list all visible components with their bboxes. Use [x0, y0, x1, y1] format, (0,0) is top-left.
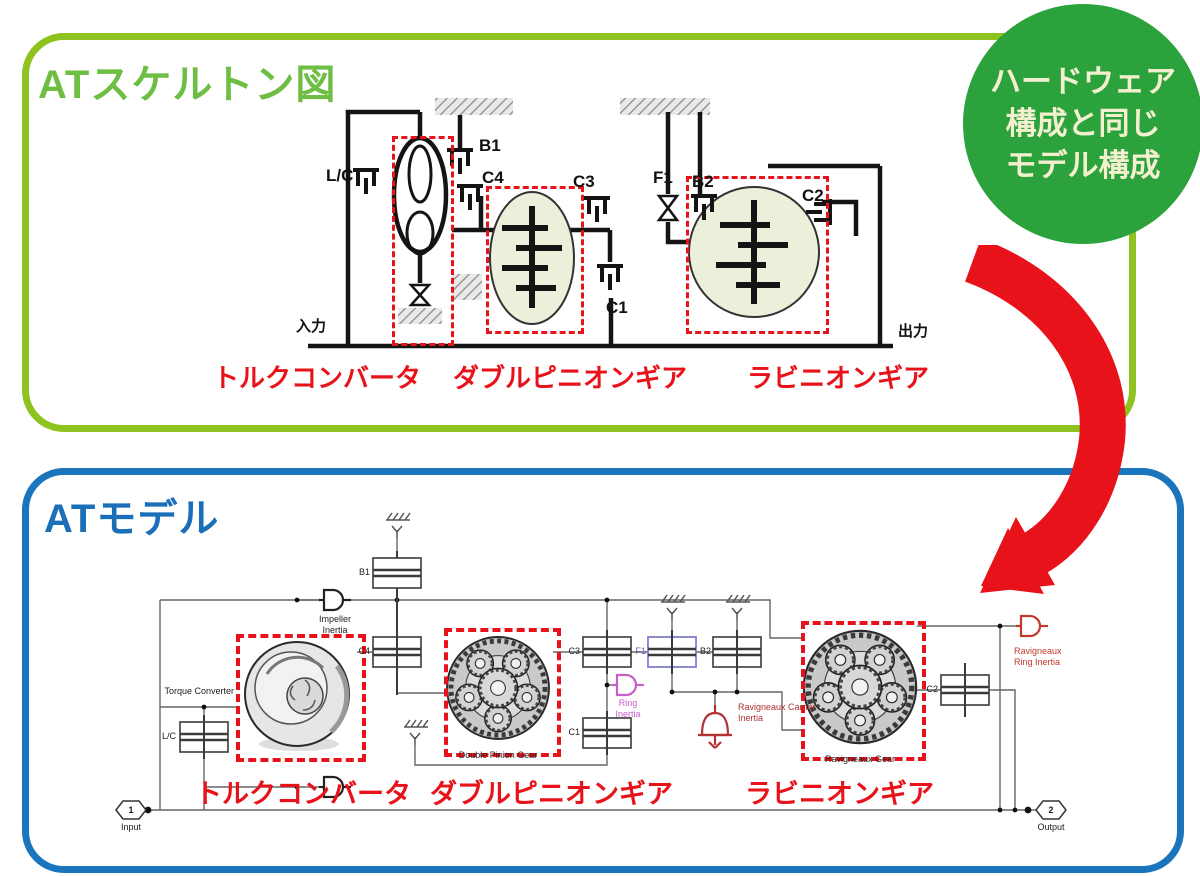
- skeleton-double-pinion-box: [486, 186, 584, 334]
- skeleton-label-c4: C4: [482, 168, 504, 187]
- model-label-c2: C2: [926, 684, 938, 694]
- skeleton-panel: [22, 33, 1136, 432]
- skeleton-ravigneaux: [688, 186, 820, 318]
- impeller-inertia-icon: [317, 588, 353, 612]
- ground-hatch-right: [620, 98, 710, 115]
- clutch-c3: [582, 630, 632, 674]
- skeleton-label-c3: C3: [573, 172, 595, 191]
- skeleton-caption-double-pinion: ダブルピニオンギア: [453, 363, 688, 393]
- model-junctions: [144, 597, 1032, 814]
- ring-inertia-label: Ring Inertia: [615, 698, 641, 720]
- ground-hatch-mid: [452, 274, 482, 300]
- model-label-lc: L/C: [161, 731, 176, 741]
- ground-icon: [660, 594, 686, 621]
- ring-inertia-icon: [610, 673, 646, 697]
- skeleton-label-input: 入力: [296, 318, 327, 335]
- ravigneaux-ring-inertia-icon: [1014, 614, 1050, 638]
- ground-icon: [385, 512, 411, 539]
- skeleton-label-b2: B2: [692, 172, 714, 191]
- model-caption-ravigneaux: ラビニオンギア: [745, 779, 934, 809]
- skeleton-caption-torque-converter: トルクコンバータ: [213, 363, 422, 393]
- skeleton-torque-converter-box: [392, 136, 454, 346]
- double-pinion-gear-caption: Double Pinion Gear: [458, 750, 538, 760]
- skeleton-f1-oneway: [656, 194, 680, 222]
- torque-converter-image: [244, 641, 350, 751]
- skeleton-ravigneaux-box: [686, 176, 829, 334]
- ravigneaux-ring-inertia-label: Ravigneaux Ring Inertia: [1014, 646, 1062, 668]
- input-port-number: 1: [128, 805, 134, 815]
- skeleton-drawing: [308, 98, 893, 349]
- skeleton-label-c1: C1: [606, 298, 628, 317]
- hardware-note-badge: ハードウェア 構成と同じ モデル構成: [963, 4, 1200, 244]
- ravigneaux-carrier-inertia-icon: [696, 703, 734, 750]
- model-label-c1: C1: [568, 727, 580, 737]
- ground-hatch-left: [435, 98, 513, 115]
- clutch-f1: [647, 630, 697, 674]
- model-label-b1: B1: [358, 567, 370, 577]
- clutch-c2: [940, 663, 990, 717]
- model-ravigneaux-box: [801, 621, 926, 761]
- clutch-c4: [372, 630, 422, 674]
- badge-text: ハードウェア 構成と同じ モデル構成: [990, 63, 1176, 184]
- ground-icon: [403, 719, 429, 746]
- model-caption-torque-converter: トルクコンバータ: [195, 779, 411, 809]
- output-port: [1035, 800, 1067, 820]
- skeleton-label-b1: B1: [479, 136, 501, 155]
- clutch-c1: [582, 711, 632, 755]
- output-port-number: 2: [1048, 805, 1054, 815]
- clutch-lc: [179, 715, 229, 759]
- model-panel: [22, 468, 1184, 873]
- clutch-b2: [712, 630, 762, 674]
- ravigneaux-gear-caption: Ravigneaux Gear: [824, 754, 896, 764]
- model-drawing: [115, 512, 1067, 820]
- output-port-label: Output: [1037, 822, 1065, 832]
- skeleton-label-c2: C2: [802, 186, 824, 205]
- model-torque-converter-box: [236, 634, 366, 762]
- ground-icon: [725, 594, 751, 621]
- model-caption-double-pinion: ダブルピニオンギア: [430, 779, 673, 809]
- skeleton-label-lc: L/C: [326, 166, 354, 185]
- model-double-pinion-box: [444, 628, 561, 757]
- model-label-c3: C3: [568, 646, 580, 656]
- model-label-b2: B2: [699, 646, 711, 656]
- model-clutch-blocks: [179, 551, 990, 759]
- ground-hatch-tc: [398, 308, 442, 324]
- model-label-f1: F1: [635, 646, 646, 656]
- input-port: [115, 800, 147, 820]
- curved-arrow-icon: [964, 245, 1126, 594]
- input-port-label: Input: [120, 822, 142, 832]
- model-label-c4: C4: [358, 646, 370, 656]
- torque-converter-label: Torque Converter: [164, 686, 234, 696]
- skeleton-label-f1: F1: [653, 168, 673, 187]
- skeleton-caption-ravigneaux: ラビニオンギア: [747, 363, 930, 393]
- impeller-inertia-label: Impeller Inertia: [318, 614, 351, 636]
- skeleton-panel-title: ATスケルトン図: [38, 63, 337, 107]
- ravigneaux-carrier-inertia-label: Ravigneaux Carrier Inertia: [738, 702, 816, 724]
- model-panel-title: ATモデル: [44, 497, 220, 541]
- skeleton-double-pinion: [489, 191, 575, 325]
- skeleton-label-output: 出力: [898, 323, 929, 340]
